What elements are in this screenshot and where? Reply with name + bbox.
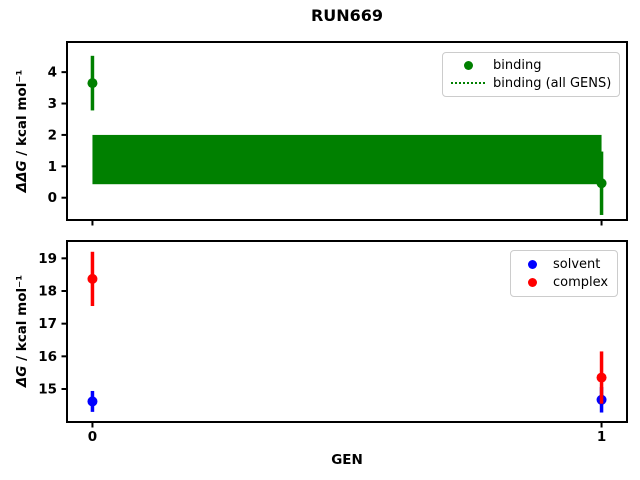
y-tick-label: 18 (38, 283, 57, 299)
legend-item-binding-all-gens: binding (all GENS) (451, 75, 611, 93)
chart-title: RUN669 (310, 6, 384, 25)
legend-label-complex: complex (553, 275, 609, 291)
legend-label-solvent: solvent (553, 256, 601, 272)
plot-border (66, 41, 628, 221)
bottom-y-axis-label-symbol: ΔG (14, 365, 30, 388)
data-point-complex (87, 273, 98, 284)
y-tick-label: 17 (38, 316, 57, 332)
solvent-dot-icon (527, 259, 537, 269)
legend-marker-cell (451, 82, 485, 85)
legend-marker-cell (519, 259, 545, 269)
plot-border (66, 240, 628, 423)
legend-item-complex: complex (519, 274, 609, 292)
legend-label-binding: binding (493, 58, 542, 74)
top-y-axis-label-units: / kcal mol⁻¹ (14, 69, 30, 161)
bottom-y-axis-label-units: / kcal mol⁻¹ (14, 274, 30, 366)
top-y-axis-label: ΔΔG / kcal mol⁻¹ (14, 70, 30, 193)
dotted-line-icon (451, 82, 485, 85)
confidence-band (92, 134, 602, 185)
legend-label-binding-all-gens: binding (all GENS) (493, 75, 612, 91)
binding-dot-icon (463, 61, 473, 71)
y-tick-label: 19 (38, 251, 57, 267)
x-tick-label: 0 (88, 429, 97, 445)
bottom-y-axis-label: ΔG / kcal mol⁻¹ (14, 275, 30, 387)
complex-dot-icon (527, 278, 537, 288)
legend-top-plot: binding binding (all GENS) (442, 52, 620, 97)
y-tick-label: 0 (48, 190, 57, 206)
legend-bottom-plot: solvent complex (510, 250, 618, 297)
data-point-binding (596, 178, 607, 189)
y-tick-label: 1 (48, 159, 57, 175)
data-point-solvent (87, 396, 98, 407)
y-tick-label: 3 (48, 96, 57, 112)
data-point-binding (87, 78, 98, 89)
data-point-complex (596, 372, 607, 383)
y-tick-label: 2 (48, 127, 57, 143)
y-tick-label: 15 (38, 382, 57, 398)
x-axis-label: GEN (331, 452, 363, 468)
legend-item-binding: binding (451, 57, 611, 75)
x-tick-label: 1 (597, 429, 606, 445)
top-y-axis-label-symbol: ΔΔG (14, 160, 30, 193)
y-tick-label: 16 (38, 349, 57, 365)
y-tick-label: 4 (48, 65, 57, 81)
legend-item-solvent: solvent (519, 255, 609, 273)
legend-marker-cell (519, 278, 545, 288)
legend-marker-cell (451, 61, 485, 71)
